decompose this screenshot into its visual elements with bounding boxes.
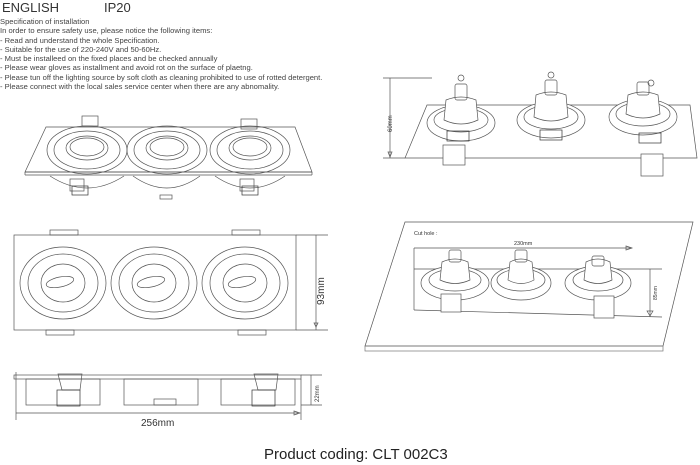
language-label: ENGLISH <box>2 0 60 15</box>
spec-intro: In order to ensure safety use, please no… <box>0 26 213 36</box>
spec-item: - Read and understand the whole Specific… <box>0 35 160 45</box>
spec-item: - Must be installeed on the fixed places… <box>0 54 218 64</box>
top-view-drawing <box>13 229 328 336</box>
spec-item: - Please tun off the lighting source by … <box>0 72 323 82</box>
depth-dimension-22: 22mm <box>315 385 321 402</box>
height-dimension-85: 85mm <box>653 286 659 300</box>
cut-hole-drawing <box>364 221 694 352</box>
isometric-drawing <box>24 115 313 200</box>
product-coding: Product coding: CLT 002C3 <box>264 446 448 463</box>
ip-rating-label: IP20 <box>104 0 131 15</box>
height-dimension-60: 60mm <box>388 115 394 132</box>
cut-hole-title: Cut hole : <box>414 231 438 237</box>
width-dimension-256: 256mm <box>141 418 174 429</box>
spec-title: Specification of installation <box>0 17 90 26</box>
height-dimension-93: 93mm <box>316 277 327 305</box>
header: ENGLISH IP20 <box>2 0 131 15</box>
spec-item: - Please connect with the local sales se… <box>0 82 280 92</box>
spec-item: - Please wear gloves as installment and … <box>0 63 253 73</box>
spec-item: - Suitable for the use of 220-240V and 5… <box>0 44 162 54</box>
side-view-drawing <box>13 372 322 420</box>
specification-text: Specification of installation In order t… <box>0 17 322 91</box>
width-dimension-230: 230mm <box>514 241 533 247</box>
perspective-drawing <box>383 71 698 177</box>
